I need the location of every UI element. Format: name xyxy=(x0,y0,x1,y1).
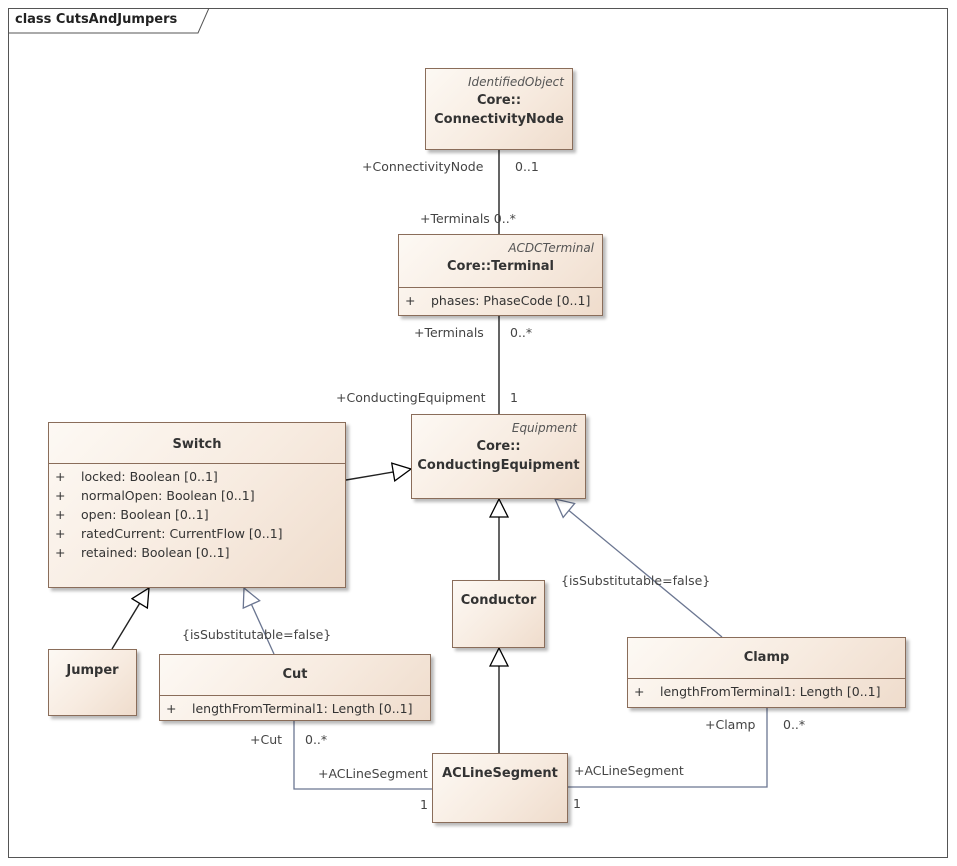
class-name: Core:: xyxy=(476,93,522,108)
class-name: Cut xyxy=(282,667,308,682)
class-name: Core::Terminal xyxy=(447,259,554,274)
diagram-title: class CutsAndJumpers xyxy=(15,12,178,27)
class-name: ConnectivityNode xyxy=(434,112,564,127)
role-label-aclinesegment-left: +ACLineSegment xyxy=(318,766,428,781)
assoc-cut-aclinesegment xyxy=(293,721,432,790)
attribute-row: +locked: Boolean [0..1] xyxy=(55,469,218,484)
class-name: Jumper xyxy=(66,663,119,678)
stereotype-label: ACDCTerminal xyxy=(508,241,594,255)
attribute-row: +normalOpen: Boolean [0..1] xyxy=(55,488,255,503)
class-jumper[interactable]: Jumper xyxy=(48,649,137,716)
multiplicity-label: 1 xyxy=(510,390,518,405)
role-label-conducting-equipment: +ConductingEquipment xyxy=(336,390,486,405)
class-terminal[interactable]: ACDCTerminal Core::Terminal +phases: Pha… xyxy=(398,234,603,316)
gen-switch-equipment xyxy=(345,469,411,480)
gen-cut-switch xyxy=(244,588,275,655)
class-switch[interactable]: Switch +locked: Boolean [0..1] +normalOp… xyxy=(48,422,346,588)
attribute-row: +open: Boolean [0..1] xyxy=(55,507,209,522)
multiplicity-label: 0..1 xyxy=(515,159,539,174)
role-label-terminals: +Terminals xyxy=(414,325,484,340)
assoc-clamp-aclinesegment xyxy=(568,708,768,788)
class-name: Core:: xyxy=(476,439,521,454)
gen-clamp-equipment xyxy=(555,499,723,638)
gen-jumper-switch xyxy=(111,588,149,650)
diagram-frame xyxy=(8,8,948,858)
class-clamp[interactable]: Clamp +lengthFromTerminal1: Length [0..1… xyxy=(627,637,906,708)
role-label-cut: +Cut xyxy=(250,732,283,747)
class-name: Conductor xyxy=(460,593,537,608)
attribute-row: +lengthFromTerminal1: Length [0..1] xyxy=(166,701,413,716)
class-connectivity-node[interactable]: IdentifiedObject Core:: ConnectivityNode xyxy=(425,68,573,150)
role-label-connectivity-node: +ConnectivityNode xyxy=(362,159,484,174)
class-conductor[interactable]: Conductor xyxy=(452,580,545,648)
attribute-row: +ratedCurrent: CurrentFlow [0..1] xyxy=(55,526,283,541)
role-label-clamp: +Clamp xyxy=(705,717,756,732)
stereotype-label: Equipment xyxy=(511,421,577,435)
stereotype-label: IdentifiedObject xyxy=(467,75,564,89)
role-label-terminals-top: +Terminals 0..* xyxy=(420,211,516,226)
attribute-row: +phases: PhaseCode [0..1] xyxy=(405,293,591,308)
class-name: ConductingEquipment xyxy=(417,458,580,473)
class-name: Switch xyxy=(172,437,222,452)
constraint-label-clamp: {isSubstitutable=false} xyxy=(561,573,711,588)
attribute-row: +lengthFromTerminal1: Length [0..1] xyxy=(634,684,881,699)
class-cut[interactable]: Cut +lengthFromTerminal1: Length [0..1] xyxy=(159,654,431,721)
role-label-aclinesegment-right: +ACLineSegment xyxy=(574,763,684,778)
multiplicity-label: 1 xyxy=(420,797,428,812)
multiplicity-label: 0..* xyxy=(510,325,533,340)
class-ac-line-segment[interactable]: ACLineSegment xyxy=(432,753,568,823)
class-conducting-equipment[interactable]: Equipment Core:: ConductingEquipment xyxy=(411,414,586,499)
class-name: Clamp xyxy=(743,650,790,665)
constraint-label-cut: {isSubstitutable=false} xyxy=(182,627,332,642)
attribute-row: +retained: Boolean [0..1] xyxy=(55,545,230,560)
multiplicity-label: 1 xyxy=(573,796,581,811)
class-name: ACLineSegment xyxy=(442,766,558,781)
multiplicity-label: 0..* xyxy=(783,717,806,732)
multiplicity-label: 0..* xyxy=(305,732,328,747)
diagram-title-tab xyxy=(8,8,210,34)
